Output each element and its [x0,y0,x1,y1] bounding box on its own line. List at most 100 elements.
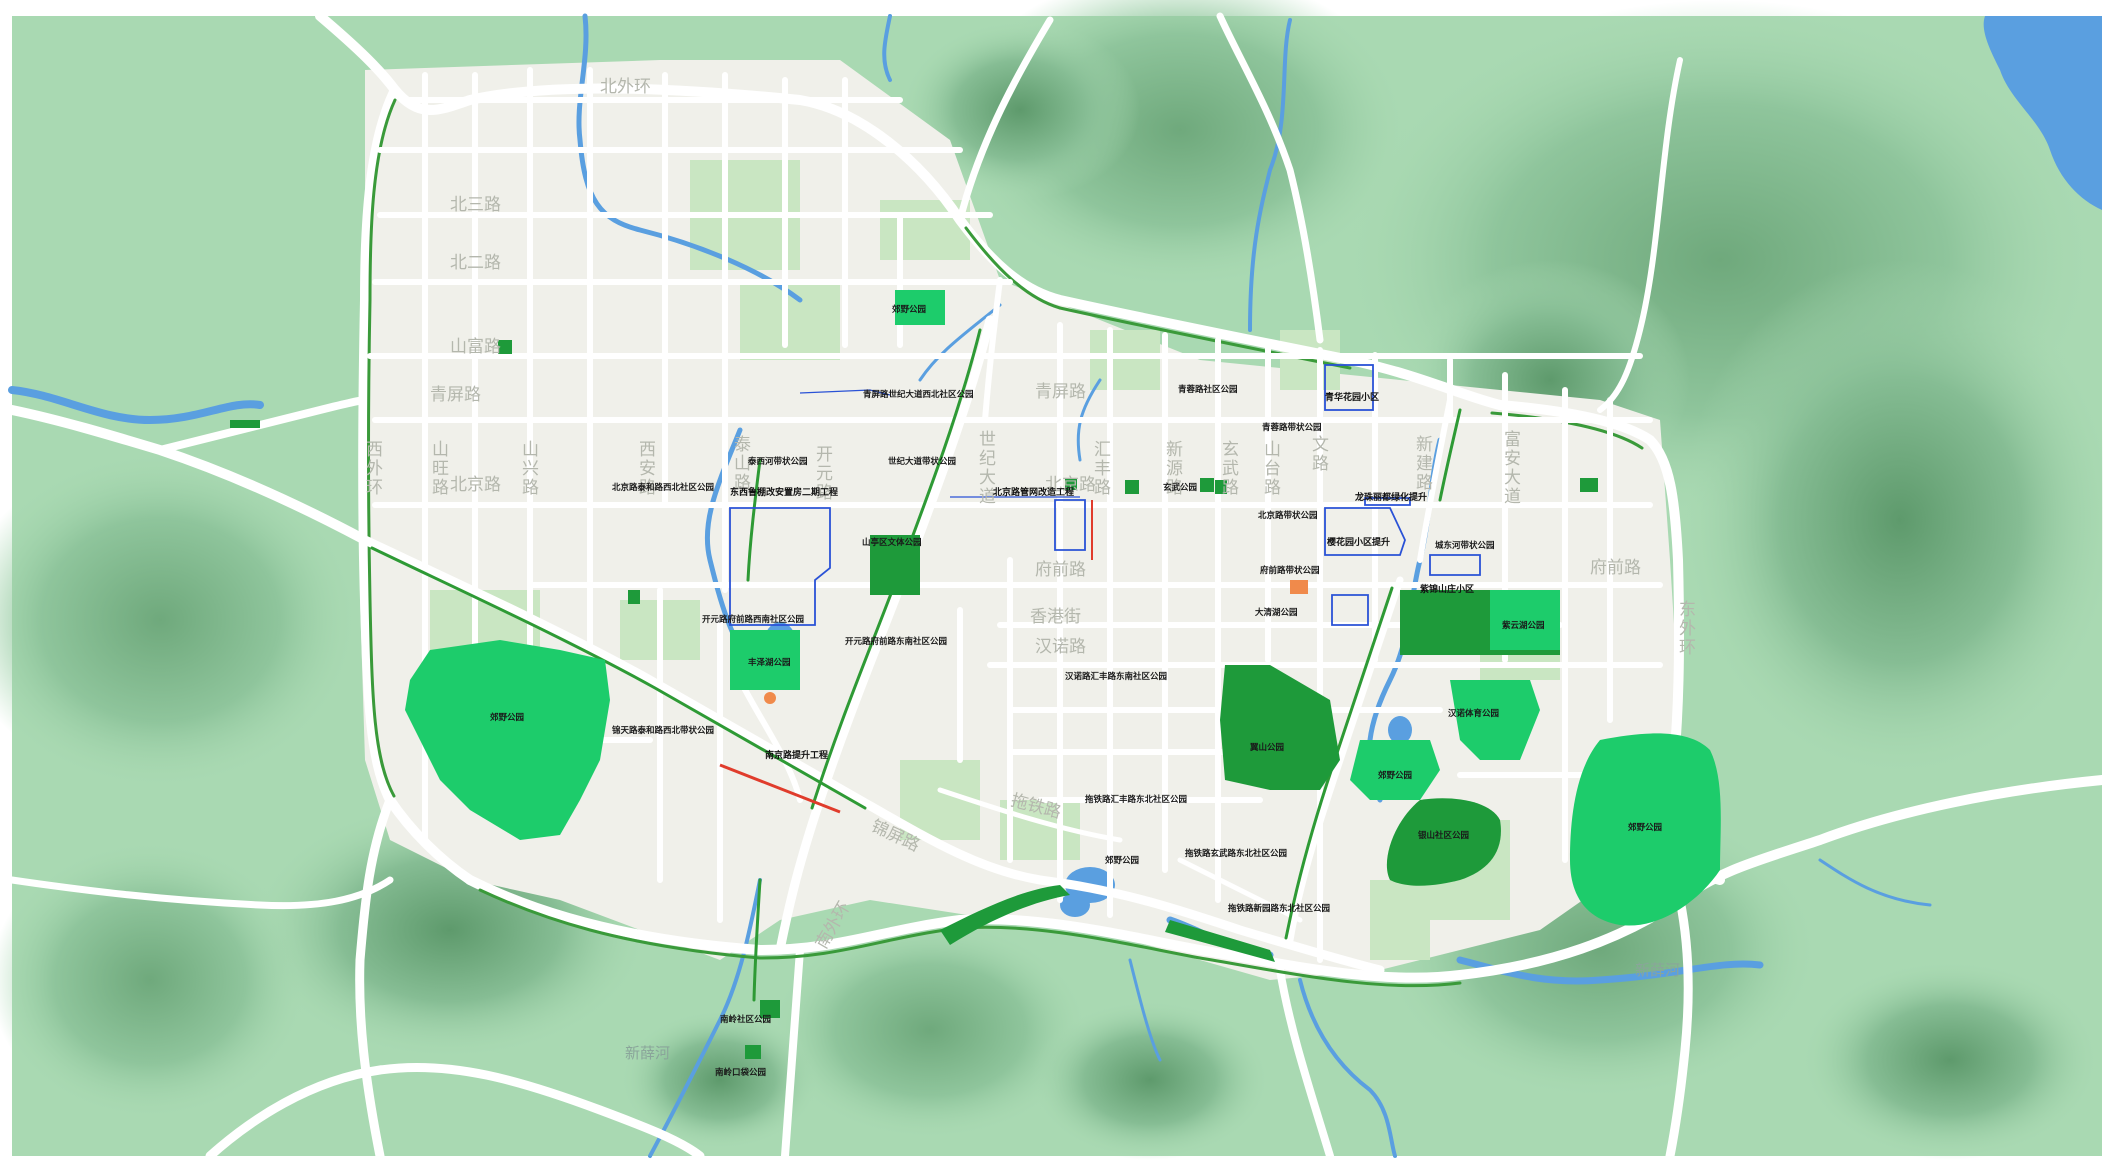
road-beijinglu-e: 北京路 [1045,475,1096,495]
road-shanfulu: 山富路 [450,337,501,357]
road-beijinglu-w: 北京路 [450,475,501,495]
park-jiaoye-e: 郊野公园 [1628,822,1662,833]
park-daqinghu: 大清湖公园 [1255,607,1298,618]
park-yishan: 翼山公园 [1249,742,1284,753]
park-yinshan: 银山社区公园 [1417,830,1469,841]
park-jiaoye-e-area [1570,733,1721,926]
project-qinghua: 青华花园小区 [1325,391,1379,403]
yinghua-outline [1324,507,1406,556]
park-small-8 [1215,480,1227,494]
park-nanling-pocket: 南岭口袋公园 [715,1067,766,1078]
park-kaiyuan-sw: 开元路府前路西南社区公园 [702,614,804,625]
park-jiaoye-c-area [1350,740,1440,800]
road-qingpinglu-w: 青屏路 [430,385,481,405]
park-tuotie-huifeng: 拖铁路汇丰路东北社区公园 [1085,794,1187,805]
road-shantailu: 山台路 [1260,440,1281,497]
road-xianlu: 西安路 [635,440,656,497]
park-jiaoye-n-area [895,290,945,325]
park-south-river-strip [940,885,1070,945]
park-beijing-strip: 北京路带状公园 [1258,510,1318,521]
park-south-river-strip-2 [1165,920,1275,962]
park-nanling: 南岭社区公园 [720,1014,771,1025]
park-ziyunhu: 紫云湖公园 [1502,620,1545,631]
park-fengzehu: 丰泽湖公园 [748,657,791,668]
road-xiwaihuan: 西外环 [362,440,383,497]
road-dongwaihuan: 东外环 [1675,600,1696,657]
road-kaiyuanlu: 开元路 [812,445,833,502]
park-qingrong-strip: 青蓉路带状公园 [1262,422,1322,433]
park-tuotie-xinyuan: 拖铁路新园路东北社区公园 [1228,903,1330,914]
park-jiaoye-n: 郊野公园 [892,304,926,315]
park-small-5 [628,590,640,604]
ring-roads [7,11,2103,1161]
road-beierlu: 北二路 [450,253,501,273]
park-small-4 [230,420,260,428]
road-beiwaihuan: 北外环 [600,77,651,97]
park-small-7 [745,1045,761,1059]
park-xuanwu: 玄武公园 [1163,482,1197,493]
park-jiaoye-w: 郊野公园 [490,712,524,723]
project-beijing-pipe: 北京路管网改造工程 [993,486,1074,498]
road-qingpinglu-e: 青屏路 [1035,382,1086,402]
project-dongxilu: 东西鲁棚改安置房二期工程 [730,486,838,498]
park-jiaoye-w-area [405,640,610,840]
park-yinshan-area [1386,798,1501,886]
park-labels: 郊野公园青屏路世纪大道西北社区公园青蓉路社区公园青华花园小区青蓉路带状公园泰西河… [490,304,1662,1078]
lake-ne [1983,16,2102,210]
park-taixihe: 泰西河带状公园 [747,456,808,467]
road-xianggangjie: 香港街 [1030,607,1081,627]
dongxilu-outline [729,507,831,626]
park-shiji-strip: 世纪大道带状公园 [888,456,956,467]
project-nanjing: 南京路提升工程 [765,749,828,761]
urban-area [360,60,1680,980]
park-jiaoye-c: 郊野公园 [1378,770,1412,781]
park-small-9 [1125,480,1139,494]
park-kaiyuan-se: 开元路府前路东南社区公园 [845,636,947,647]
river-xinxuehe-s: 新薛河 [625,1044,670,1062]
beijing-pipe-outline [1054,499,1086,551]
park-small-10 [1065,478,1077,490]
road-xuanwulu: 玄武路 [1218,440,1239,497]
project-longzhu: 龙珠丽都绿化提升 [1354,491,1427,503]
park-yishan-area [1220,665,1340,790]
park-qingrong: 青蓉路社区公园 [1178,384,1238,395]
river-xinxuehe-e: 新薛河 [1635,961,1680,979]
road-fuqianlu-e: 府前路 [1590,558,1641,578]
park-chengdong: 城东河带状公园 [1435,540,1495,551]
park-beijing-taihe: 北京路泰和路西北社区公园 [612,482,714,493]
park-qingping-shiji: 青屏路世纪大道西北社区公园 [863,389,974,400]
park-hannuo-sport: 汉诺体育公园 [1448,708,1499,719]
park-wenti: 山亭区文体公园 [862,537,922,548]
road-xinjianlu: 新建路 [1412,435,1433,492]
road-beisanlu: 北三路 [450,195,501,215]
park-small-11 [1290,580,1308,594]
park-hannuo-huifeng: 汉诺路汇丰路东南社区公园 [1065,671,1167,682]
road-shijidadao: 世纪大道 [975,430,996,506]
parks [230,290,1721,1059]
park-hannuo-sport-area [1450,680,1540,760]
road-huifenglu: 汇丰路 [1090,440,1111,497]
nanjing-red-line [719,763,841,814]
park-tuotie-xuanwu: 拖铁路玄武路东北社区公园 [1185,848,1287,859]
park-small-12 [764,692,776,704]
park-jintian-taihe: 锦天路泰和路西北带状公园 [612,725,714,736]
park-jiaoye-s: 郊野公园 [1105,855,1139,866]
park-small-2 [1200,478,1214,492]
longzhu-outline [1364,497,1411,506]
road-shanwanglu: 山旺路 [428,440,449,497]
road-fuqianlu-c: 府前路 [1035,560,1086,580]
road-fuandadao: 富安大道 [1500,430,1521,506]
park-ziyunhu-area [1490,590,1560,650]
green-open-lands [430,160,1560,960]
project-yinghua: 樱花园小区提升 [1326,536,1390,548]
chengdong-outline [1429,554,1481,576]
road-hannuolu: 汉诺路 [1035,637,1086,657]
park-small-1 [1580,478,1598,492]
qinghua-outline [1324,364,1374,411]
road-shanxinglu: 山兴路 [518,440,539,497]
park-small-3 [498,340,512,354]
road-taishanlu: 泰山路 [730,435,751,492]
